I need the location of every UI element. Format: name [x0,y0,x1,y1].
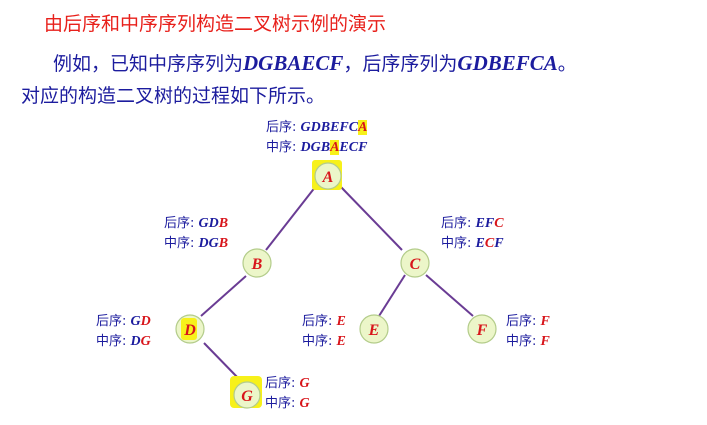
annotation-D-post: 后序: GD [96,314,151,329]
annotation-E: 后序: E 中序: E [302,312,346,352]
annotation-A-post: 后序: GDBEFCA [266,120,368,135]
node-C: C [400,248,430,278]
node-D-label: D [183,322,196,339]
annotation-F: 后序: F 中序: F [506,312,550,352]
node-C-circle [400,248,430,278]
edge-C-E [378,274,406,317]
annotation-G-in: 中序: G [265,396,310,411]
postorder-sequence: GDBEFCA [457,51,558,75]
node-G: G [230,376,262,409]
annotation-B-in: 中序: DGB [164,236,229,251]
node-F: F [467,314,497,344]
annotation-A: 后序: GDBEFCA 中序: DGBAECF [266,118,368,158]
node-A-label: A [322,169,334,186]
intro-sentence: 例如，已知中序序列为DGBAECF，后序序列为GDBEFCA。 [53,49,577,76]
edge-A-B [265,185,317,251]
annotation-A-in: 中序: DGBAECF [266,140,368,155]
node-D: D [175,314,205,344]
node-F-label: F [476,322,488,339]
node-A-circle [314,162,342,190]
edge-D-G [203,342,241,381]
slide-title: 由后序和中序序列构造二叉树示例的演示 [44,13,387,35]
edge-C-F [425,274,474,317]
node-D-highlight [181,318,197,340]
annotation-F-post: 后序: F [506,314,550,329]
inorder-sequence: DGBAECF [243,51,344,75]
node-B-circle [242,248,272,278]
annotation-B: 后序: GDB 中序: DGB [164,214,228,254]
node-C-label: C [410,256,421,273]
intro-text-1: 例如，已知中序序列为 [53,53,244,75]
node-G-label: G [241,388,253,405]
edge-A-C [339,185,403,251]
node-F-circle [467,314,497,344]
node-E-circle [359,314,389,344]
node-A: A [312,160,342,190]
annotation-G: 后序: G 中序: G [265,374,310,414]
annotation-D-in: 中序: DG [96,334,151,349]
node-E-label: E [368,322,380,339]
node-G-circle [233,381,261,409]
intro-sentence-2: 对应的构造二叉树的过程如下所示。 [21,85,326,107]
annotation-C-post: 后序: EFC [441,216,504,231]
node-B-label: B [251,256,263,273]
annotation-F-in: 中序: F [506,334,550,349]
node-B: B [242,248,272,278]
intro-text-2: ，后序序列为 [343,53,458,75]
annotation-C-in: 中序: ECF [441,236,504,251]
edge-B-D [200,275,247,317]
annotation-G-post: 后序: G [265,376,310,391]
intro-text-3: 。 [557,53,577,75]
annotation-C: 后序: EFC 中序: ECF [441,214,504,254]
annotation-D: 后序: GD 中序: DG [96,312,151,352]
annotation-E-post: 后序: E [302,314,346,329]
annotation-E-in: 中序: E [302,334,346,349]
annotation-B-post: 后序: GDB [164,216,229,231]
node-E: E [359,314,389,344]
